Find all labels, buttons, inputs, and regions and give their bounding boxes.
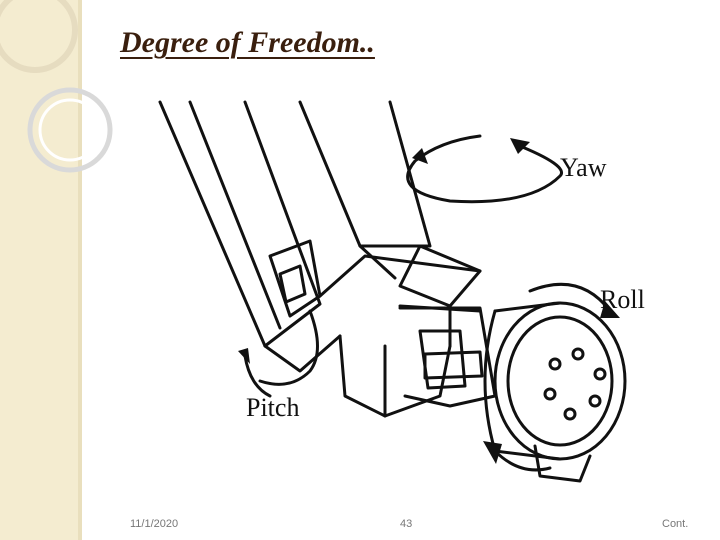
yaw-label: Yaw [560,153,607,182]
pitch-label: Pitch [246,393,299,422]
robot-wrist-diagram: Yaw Roll Pitch [158,100,645,483]
footer-page-number: 43 [400,518,413,530]
slide-title: Degree of Freedom.. [120,26,375,59]
roll-label: Roll [600,285,645,314]
footer-date: 11/1/2020 [130,518,179,530]
decorative-circles [0,0,113,173]
footer-continued: Cont. [662,518,689,530]
left-band-edge [78,0,82,540]
